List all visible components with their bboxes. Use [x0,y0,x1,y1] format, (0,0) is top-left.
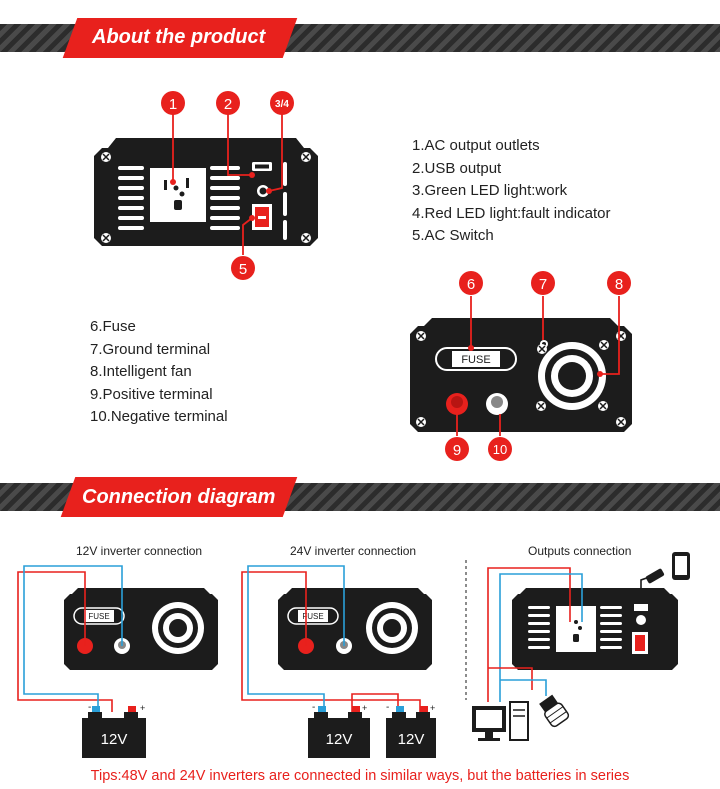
callout-10: 10 [488,437,512,461]
svg-text:+: + [140,703,145,713]
svg-text:8: 8 [615,276,623,293]
svg-text:6: 6 [467,276,475,293]
inverter-outputs [512,588,678,670]
svg-text:-: - [312,702,315,713]
callout-2: 2 [216,91,240,115]
callout-6: 6 [459,271,483,295]
svg-text:+: + [362,703,367,713]
svg-text:12V: 12V [101,731,128,748]
fuse-label: FUSE [461,354,490,366]
connection-title: Connection diagram [82,486,276,508]
inverter-24v: FUSE [278,588,432,670]
computer-icon [472,701,529,741]
about-title: About the product [92,26,266,48]
svg-text:-: - [88,702,91,713]
back-item: 10.Negative terminal [90,408,228,425]
svg-text:+: + [430,703,435,713]
svg-text:3/4: 3/4 [275,99,289,110]
front-item: 5.AC Switch [412,227,494,244]
back-items-list: 6.Fuse 7.Ground terminal 8.Intelligent f… [90,316,228,429]
svg-text:12V: 12V [326,731,353,748]
front-items-list: 1.AC output outlets 2.USB output 3.Green… [412,135,610,248]
label-12v-connection: 12V inverter connection [76,544,203,558]
back-item: 7.Ground terminal [90,340,211,358]
callout-1: 1 [161,91,185,115]
svg-text:9: 9 [453,442,461,459]
callout-9: 9 [445,437,469,461]
phone-icon [645,552,690,584]
battery-24v-b: 12V - + [386,702,436,758]
front-item: 1.AC output outlets [412,137,540,154]
front-item: 2.USB output [412,159,502,177]
fuse-label-12v: FUSE [88,612,109,621]
callout-5: 5 [231,256,255,280]
svg-text:1: 1 [169,96,177,113]
callout-8: 8 [607,271,631,295]
battery-12v: 12V - + [82,702,146,758]
callout-3-4: 3/4 [270,91,294,115]
tips-text: Tips:48V and 24V inverters are connected… [90,768,630,784]
back-item: 9.Positive terminal [90,385,213,403]
callout-7: 7 [531,271,555,295]
label-24v-connection: 24V inverter connection [290,544,417,558]
battery-24v-a: 12V - + [308,702,370,758]
back-panel: FUSE [410,318,632,432]
fuse-label-24v: FUSE [302,612,323,621]
svg-text:7: 7 [539,276,547,293]
back-item: 8.Intelligent fan [90,363,192,380]
ac-outlet-icon [164,178,189,210]
inverter-12v: FUSE [64,588,218,670]
svg-text:5: 5 [239,261,247,278]
svg-text:10: 10 [493,442,507,457]
back-item: 6.Fuse [90,318,136,335]
label-outputs-connection: Outputs connection [528,544,632,558]
svg-text:2: 2 [224,96,232,113]
front-panel [94,138,318,246]
svg-text:-: - [386,702,389,713]
svg-text:12V: 12V [398,731,425,748]
bulb-icon [539,694,570,728]
front-item: 4.Red LED light:fault indicator [412,204,611,222]
front-item: 3.Green LED light:work [412,182,568,199]
